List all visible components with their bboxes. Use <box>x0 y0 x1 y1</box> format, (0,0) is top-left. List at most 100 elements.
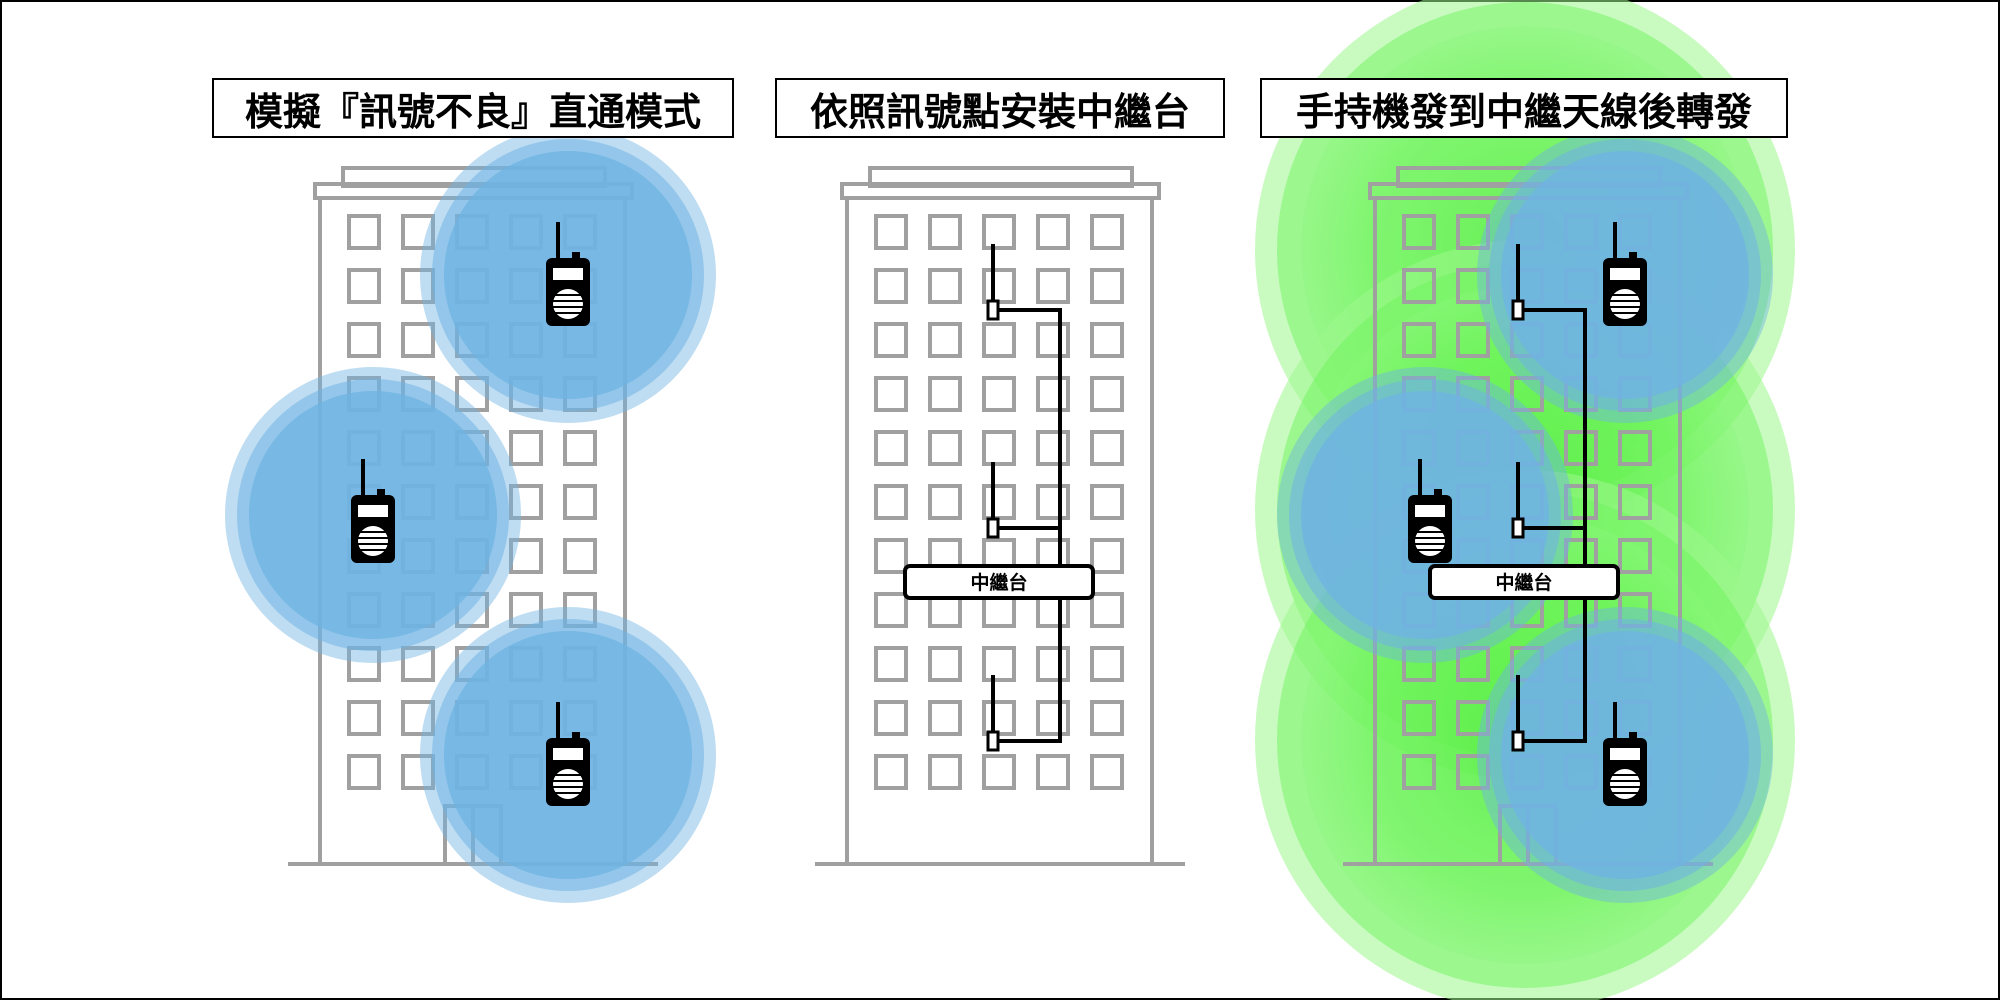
building-window <box>1618 538 1652 574</box>
building-window <box>982 322 1016 358</box>
building-window <box>1510 376 1544 412</box>
antenna-mount <box>1511 299 1525 321</box>
building-window <box>1456 700 1490 736</box>
panel-2-title: 依照訊號點安裝中繼台 <box>775 78 1225 138</box>
building-window <box>982 646 1016 682</box>
repeater-box <box>1428 564 1620 600</box>
building-window <box>982 268 1016 304</box>
panel-3-title: 手持機發到中繼天線後轉發 <box>1260 78 1788 138</box>
building-window <box>1036 268 1070 304</box>
building-window <box>928 430 962 466</box>
repeater-box <box>903 564 1095 600</box>
building-window <box>347 700 381 736</box>
building-window <box>1036 754 1070 790</box>
repeater-label: 中繼台 <box>1495 571 1552 594</box>
building-window <box>1036 646 1070 682</box>
radio-knob <box>1629 252 1637 260</box>
radio-speaker <box>1610 769 1640 799</box>
building-window <box>874 430 908 466</box>
building-window <box>347 322 381 358</box>
handheld-radio-icon <box>1603 222 1647 326</box>
building-window <box>928 322 962 358</box>
building-window <box>928 754 962 790</box>
building-window <box>1090 592 1124 628</box>
building-window <box>928 646 962 682</box>
building-window <box>982 484 1016 520</box>
building-window <box>401 214 435 250</box>
building-window <box>982 700 1016 736</box>
building-window <box>1090 646 1124 682</box>
building-window <box>563 484 597 520</box>
building-window <box>1456 322 1490 358</box>
building-window <box>509 430 543 466</box>
building-window <box>874 700 908 736</box>
radio-screen <box>553 268 583 280</box>
radios-layer <box>351 222 1647 806</box>
building-window <box>1036 430 1070 466</box>
building-window <box>1456 268 1490 304</box>
building-window <box>1402 322 1436 358</box>
repeater-label: 中繼台 <box>970 571 1027 594</box>
building-window <box>874 538 908 574</box>
building-window <box>347 214 381 250</box>
radio-speaker <box>358 526 388 556</box>
building-window <box>509 538 543 574</box>
handheld-radio-icon <box>351 459 395 563</box>
building-window <box>1036 484 1070 520</box>
building-window <box>1456 754 1490 790</box>
building-window <box>982 214 1016 250</box>
building-window <box>928 214 962 250</box>
radio-knob <box>572 732 580 740</box>
antenna-mount <box>986 730 1000 752</box>
building-window <box>347 754 381 790</box>
building-window <box>1090 376 1124 412</box>
wiring-layer: 中繼台 中繼台 <box>903 244 1620 752</box>
building-window <box>982 376 1016 412</box>
building-window <box>982 754 1016 790</box>
building-window <box>1090 538 1124 574</box>
antenna-mount <box>986 299 1000 321</box>
radio-screen <box>358 505 388 517</box>
building-window <box>401 646 435 682</box>
building-window <box>1618 430 1652 466</box>
feed-line <box>1518 308 1587 743</box>
feed-line <box>993 308 1062 743</box>
building-window <box>401 322 435 358</box>
building-window <box>455 376 489 412</box>
radio-speaker <box>553 769 583 799</box>
building-window <box>874 268 908 304</box>
building-window <box>1564 484 1598 520</box>
radio-speaker <box>1415 526 1445 556</box>
building-window <box>1036 376 1070 412</box>
building-window <box>874 754 908 790</box>
radio-speaker <box>553 289 583 319</box>
radio-screen <box>1610 268 1640 280</box>
repeater-wiring: 中繼台 <box>1428 244 1620 752</box>
building-window <box>874 214 908 250</box>
building-window <box>928 376 962 412</box>
building-window <box>1402 268 1436 304</box>
building-window <box>401 700 435 736</box>
building-window <box>928 484 962 520</box>
handheld-radio-icon <box>546 222 590 326</box>
antenna-mount <box>986 517 1000 539</box>
radio-screen <box>1610 748 1640 760</box>
building-window <box>928 268 962 304</box>
radio-knob <box>1629 732 1637 740</box>
panel-1-title: 模擬『訊號不良』直通模式 <box>212 78 734 138</box>
handheld-radio-icon <box>1408 459 1452 563</box>
building-window <box>1090 430 1124 466</box>
handheld-radio-icon <box>546 702 590 806</box>
building-window <box>1618 484 1652 520</box>
building-window <box>1090 214 1124 250</box>
building-window <box>874 322 908 358</box>
building-window <box>1090 484 1124 520</box>
building-window <box>1090 322 1124 358</box>
radio-knob <box>377 489 385 497</box>
building-window <box>347 268 381 304</box>
building-window <box>1090 700 1124 736</box>
building-window <box>401 754 435 790</box>
building-window <box>874 592 908 628</box>
building-window <box>509 484 543 520</box>
building-window <box>1402 214 1436 250</box>
